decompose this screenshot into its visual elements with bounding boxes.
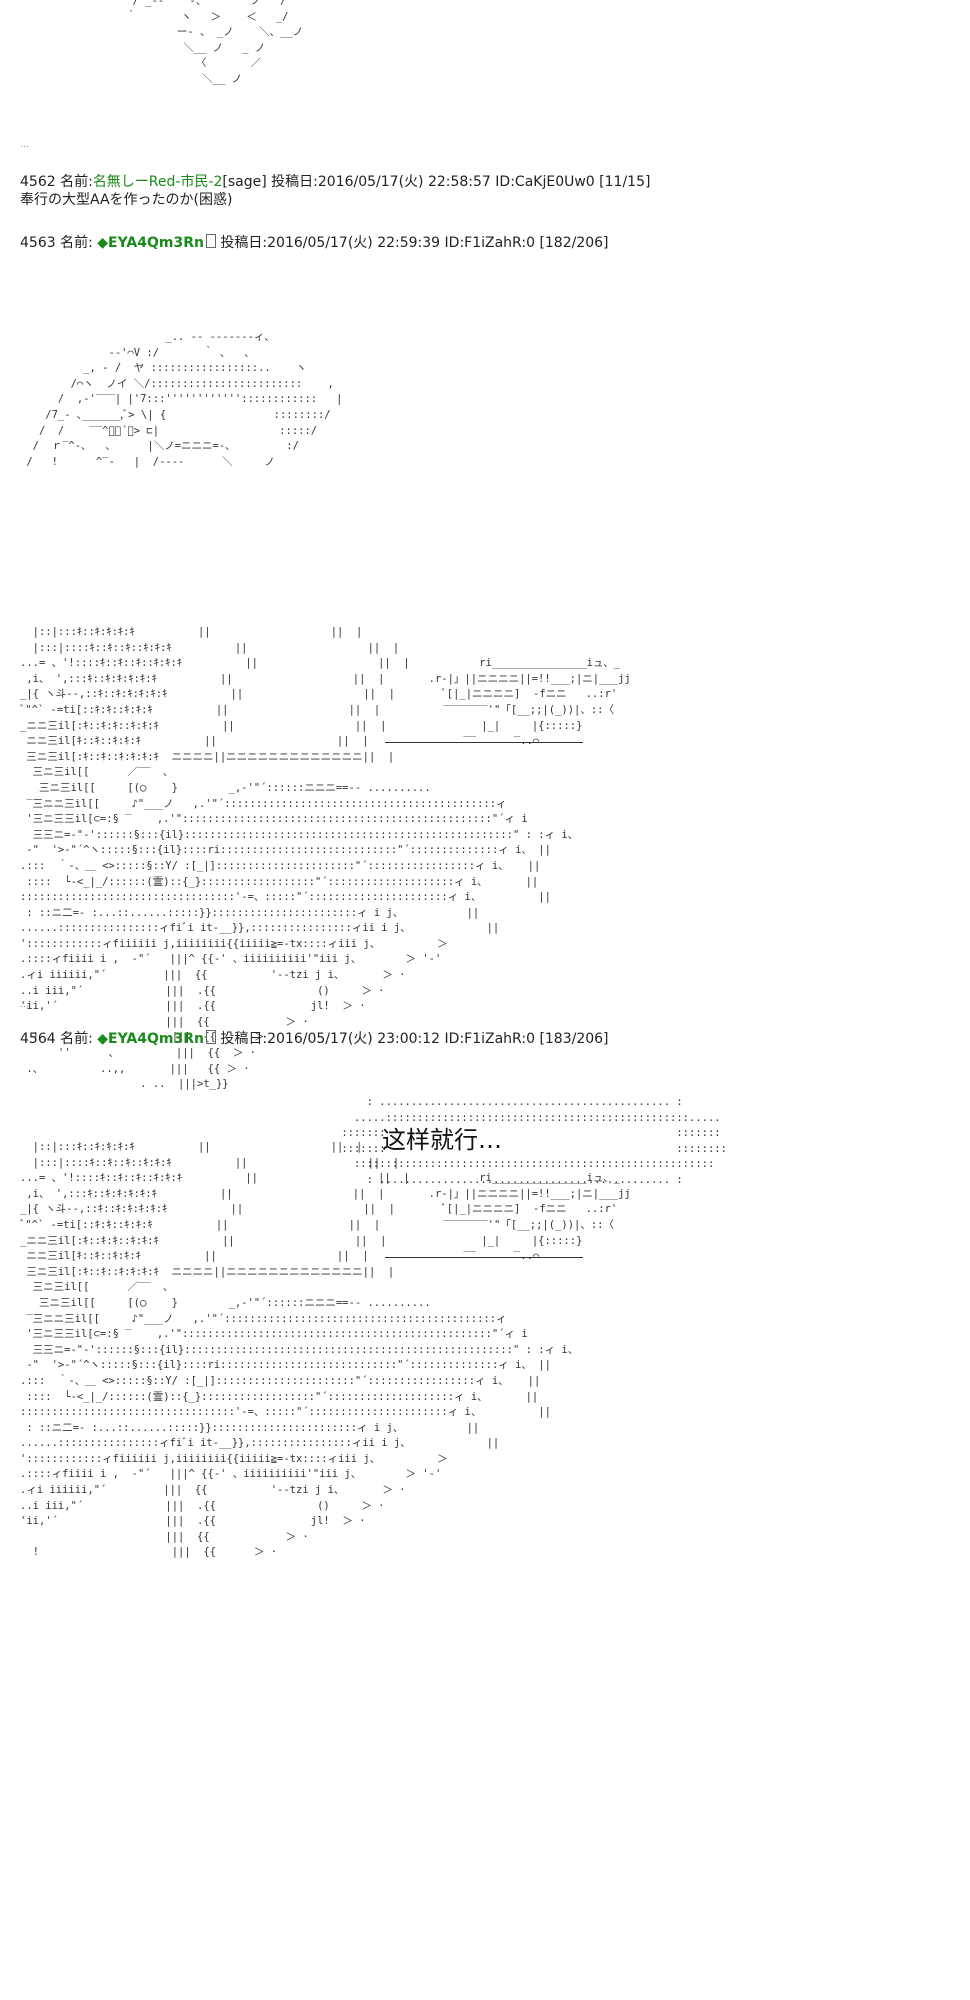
post-header-4564: 4564 名前: ◆EYA4Qm3Rn 投稿日:2016/05/17(火) 23… — [20, 1030, 609, 1048]
post-date: 2016/05/17(火) 23:00:12 — [267, 1031, 441, 1047]
post-number: 4564 — [20, 1031, 56, 1047]
post-number: 4563 — [20, 235, 56, 251]
table-edge-line-2 — [385, 1257, 583, 1258]
mail-field[interactable]: [sage] — [222, 174, 267, 190]
post-number: 4562 — [20, 174, 56, 190]
date-label: 投稿日: — [220, 235, 268, 251]
poster-trip[interactable]: ◆EYA4Qm3Rn — [97, 1031, 204, 1047]
trip-box-icon — [205, 234, 216, 248]
poster-id[interactable]: ID:F1iZahR:0 — [444, 1031, 535, 1047]
separator-1: … — [20, 140, 29, 150]
table-edge-line-1 — [385, 742, 583, 743]
post-body-4562: 奉行の大型AAを作ったのか(困惑) — [20, 192, 233, 208]
name-label: 名前: — [60, 1031, 93, 1047]
post-header-4563: 4563 名前: ◆EYA4Qm3Rn 投稿日:2016/05/17(火) 22… — [20, 234, 609, 252]
poster-name[interactable]: 名無しーRed-市民-2 — [92, 174, 223, 190]
ascii-art-scene-2: |::|:::ｷ::ｷ:ｷ:ｷ:ｷ || || | |:::|::::ｷ::ｷ:… — [20, 1141, 631, 1559]
post-date: 2016/05/17(火) 22:59:39 — [267, 235, 441, 251]
name-label: 名前: — [60, 235, 93, 251]
poster-id[interactable]: ID:CaKjE0Uw0 — [495, 174, 595, 190]
trip-box-icon — [205, 1030, 216, 1044]
post-date: 2016/05/17(火) 22:58:57 — [317, 174, 491, 190]
separator-2: … — [20, 1000, 29, 1010]
post-count: [183/206] — [539, 1031, 609, 1047]
poster-trip[interactable]: ◆EYA4Qm3Rn — [97, 235, 204, 251]
poster-id[interactable]: ID:F1iZahR:0 — [444, 235, 535, 251]
post-count: [182/206] — [539, 235, 609, 251]
ascii-art-head: _.. -‐ ‐‐‐‐‐‐‐ィ、 -‐'⌒V :/ ｀ ､ ､ _, ‐ / ヤ… — [26, 331, 343, 468]
name-label: 名前: — [60, 174, 93, 190]
date-label: 投稿日: — [271, 174, 318, 190]
ascii-art-top: /‾_‐‐''^`‐、 ノ / ｀ ヽ ＞ ＜ _/ ー- 、 _ノ ＼、__ノ… — [126, 0, 304, 85]
date-label: 投稿日: — [220, 1031, 268, 1047]
speech-bubble-text: 这样就行… — [382, 1126, 502, 1154]
post-count: [11/15] — [599, 174, 651, 190]
speech-bubble-frame: : ......................................… — [341, 1096, 727, 1186]
post-header-4562: 4562 名前:名無しーRed-市民-2[sage] 投稿日:2016/05/1… — [20, 173, 650, 191]
ascii-art-scene-1: |::|:::ｷ::ｷ:ｷ:ｷ:ｷ || || | |:::|::::ｷ::ｷ:… — [20, 626, 631, 1091]
